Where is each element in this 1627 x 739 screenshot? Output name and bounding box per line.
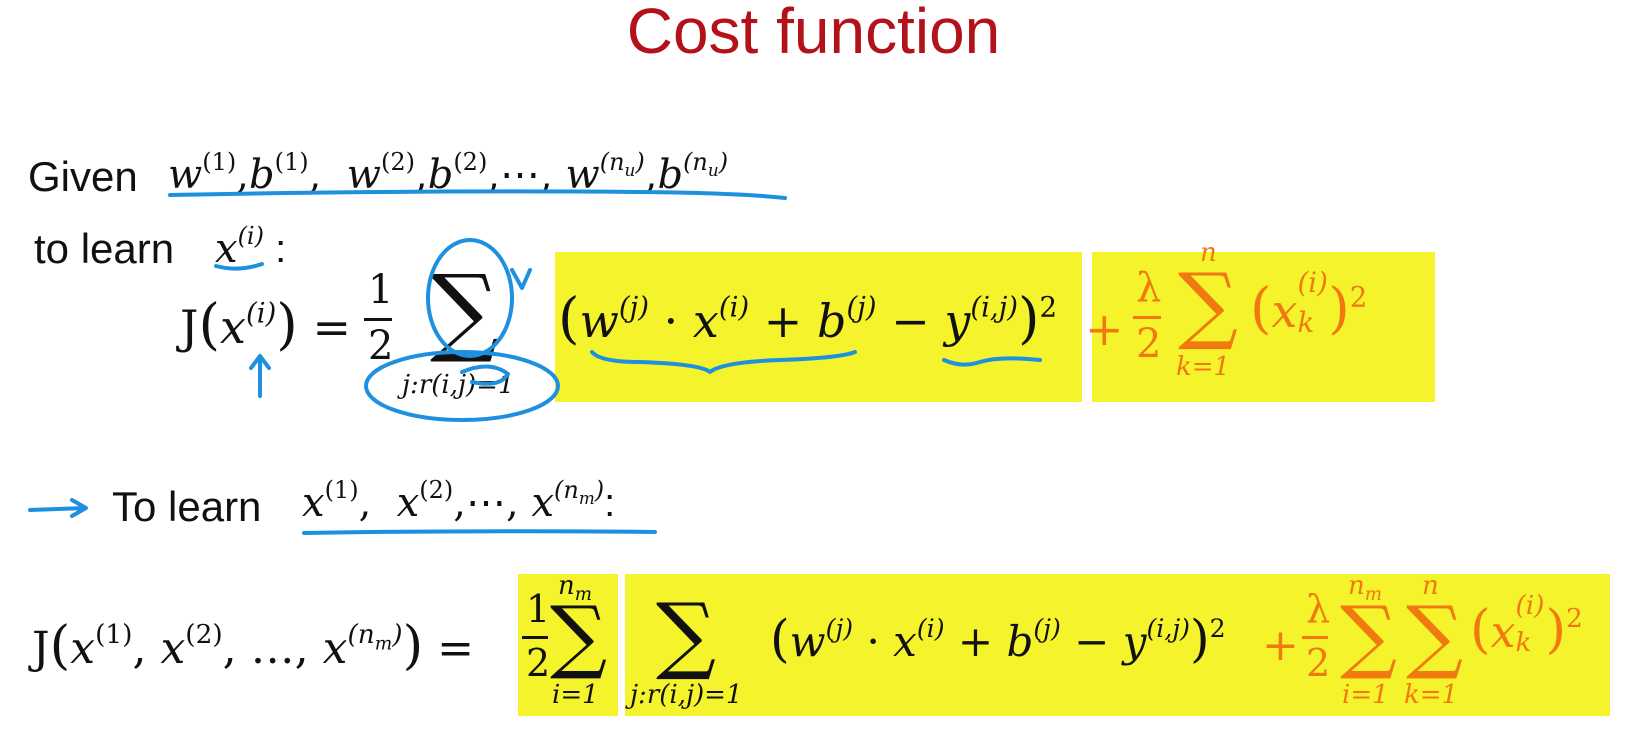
eq1-reg-frac-den: 2 bbox=[1136, 321, 1162, 367]
eq2-reg-sum2-symbol: ∑ bbox=[1406, 589, 1464, 682]
eq2-frac-den: 2 bbox=[526, 641, 551, 685]
eq1-reg-power: 2 bbox=[1349, 280, 1368, 314]
underline-w-x-b bbox=[590, 350, 857, 374]
eq2-frac-num: 1 bbox=[526, 587, 551, 631]
eq2-error-term: (w(j) · x(i) + b(j) − y(i,j))2 bbox=[770, 609, 1226, 668]
eq1-reg-lambda: λ bbox=[1136, 265, 1162, 311]
eq2-sum1-symbol: ∑ bbox=[550, 589, 608, 682]
to-learn-all-label: To learn bbox=[112, 483, 262, 530]
eq2-reg-sum1-symbol: ∑ bbox=[1340, 589, 1398, 682]
eq1-frac-num: 1 bbox=[368, 267, 394, 313]
eq2-reg-power: 2 bbox=[1566, 603, 1583, 635]
highlight-terms-2 bbox=[625, 574, 1610, 716]
arrow-up-icon bbox=[249, 354, 271, 398]
page-title: Cost function bbox=[626, 0, 1001, 67]
circle-sum-symbol bbox=[426, 238, 514, 358]
given-parameters: w(1),b(1), w(2),b(2),⋯, w(nu),b(nu) bbox=[168, 148, 729, 198]
eq2-reg-sum2-upper: n bbox=[1422, 571, 1439, 601]
eq2-lhs: J(x(1), x(2), …, x(nm)) = bbox=[32, 615, 475, 676]
eq1-reg-plus: + bbox=[1085, 302, 1124, 356]
circle-sum-lower bbox=[364, 350, 560, 422]
eq2-sum2-lower: j:r(i,j)=1 bbox=[630, 680, 743, 710]
circle-sum-arrow bbox=[510, 268, 532, 290]
highlight-regularization-1 bbox=[1092, 252, 1435, 402]
eq1-reg-frac-bar bbox=[1133, 316, 1161, 319]
eq1-sum-lower: j:r(i,j)=1 bbox=[402, 370, 515, 400]
arrow-right-icon bbox=[28, 498, 88, 518]
eq1-frac-bar bbox=[364, 318, 392, 321]
highlight-error-term-1 bbox=[555, 252, 1082, 402]
eq2-frac-bar bbox=[522, 636, 548, 639]
underline-y bbox=[942, 356, 1042, 367]
eq2-reg-sum2-lower: k=1 bbox=[1404, 680, 1459, 710]
eq2-power: 2 bbox=[1209, 614, 1226, 644]
eq2-sum2-symbol: ∑ bbox=[656, 585, 716, 683]
highlight-half-2 bbox=[518, 574, 618, 716]
to-learn-variable: x(i) : bbox=[215, 222, 287, 272]
circle-r-ij bbox=[460, 364, 510, 386]
eq1-lhs: J(x(i)) = bbox=[180, 293, 351, 357]
eq2-reg-term: (x(i)k)2 bbox=[1470, 589, 1583, 660]
eq2-reg-sum1-lower: i=1 bbox=[1342, 680, 1389, 710]
eq2-sum1-lower: i=1 bbox=[552, 680, 599, 710]
eq2-reg-frac-bar bbox=[1302, 636, 1328, 639]
eq1-power: 2 bbox=[1039, 290, 1058, 324]
eq1-frac-den: 2 bbox=[368, 323, 394, 369]
eq1-reg-sum-symbol: ∑ bbox=[1178, 255, 1238, 353]
underline-to-learn bbox=[302, 529, 657, 535]
underline-x-i bbox=[214, 262, 264, 271]
eq2-sum1-upper: nm bbox=[558, 571, 592, 606]
underline-given bbox=[168, 189, 787, 200]
eq2-reg-lambda: λ bbox=[1306, 587, 1331, 631]
eq2-reg-sum1-upper: nm bbox=[1348, 571, 1382, 606]
eq1-reg-term: (x(i)k)2 bbox=[1250, 266, 1368, 341]
eq2-reg-frac-den: 2 bbox=[1306, 641, 1331, 685]
eq1-reg-sum-upper: n bbox=[1200, 238, 1217, 268]
to-learn-all-variables: x(1), x(2),⋯, x(nm): bbox=[302, 476, 616, 526]
to-learn-label: to learn bbox=[34, 225, 175, 272]
eq1-error-term: (w(j) · x(i) + b(j) − y(i,j))2 bbox=[558, 287, 1058, 351]
given-label: Given bbox=[28, 153, 138, 200]
eq1-reg-sum-lower: k=1 bbox=[1176, 352, 1231, 382]
eq2-reg-plus: + bbox=[1262, 620, 1299, 671]
